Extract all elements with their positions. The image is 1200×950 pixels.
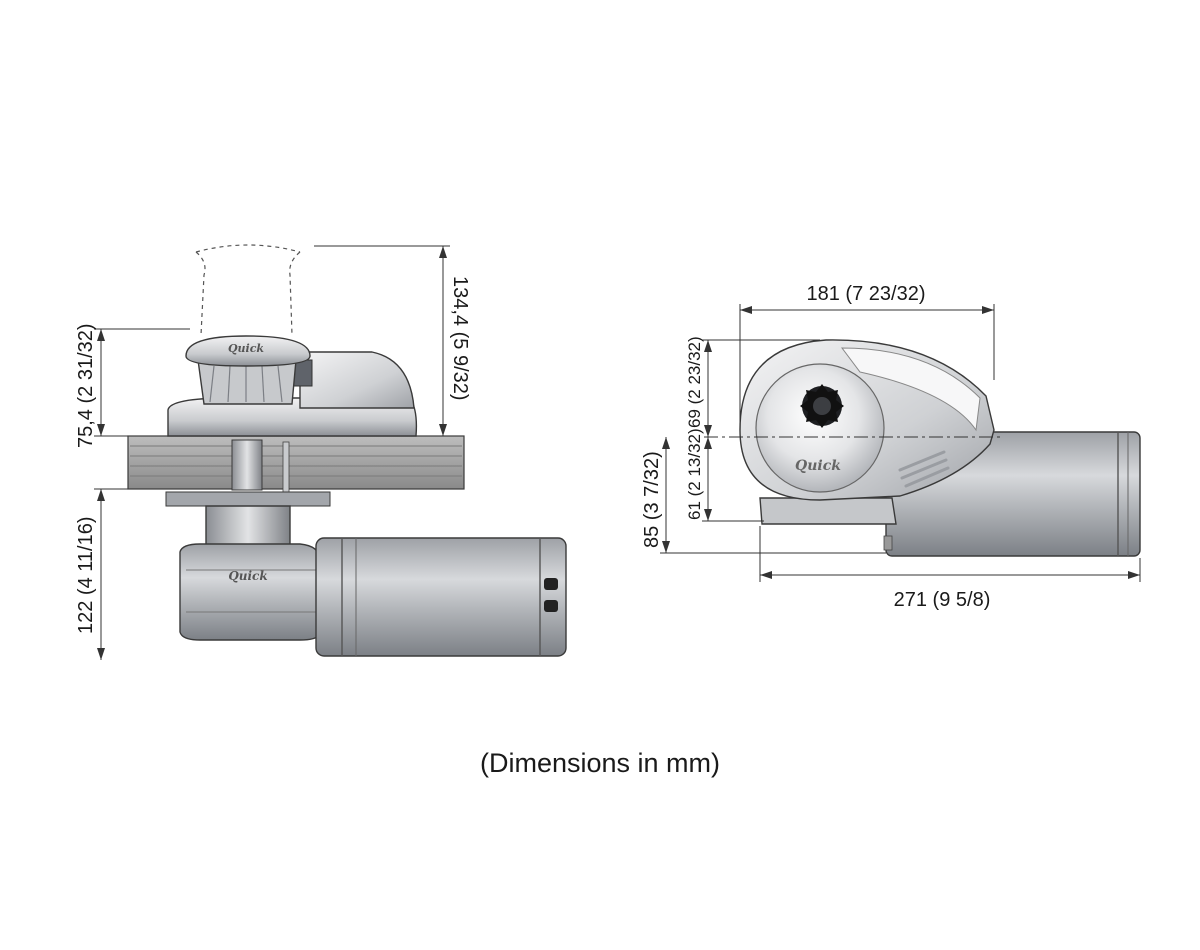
gearbox-brand: Quick	[228, 569, 267, 583]
spline-socket	[800, 384, 844, 428]
dim-upper: 69 (2 23/32)	[685, 336, 820, 437]
mounting-flange	[165, 491, 331, 507]
dim-width-label: 181 (7 23/32)	[807, 283, 926, 305]
top-view: Quick 181 (7 23/32) 69 (2 23/32)	[641, 283, 1141, 611]
ghost-drum-outline	[195, 244, 301, 336]
dim-lower: 61 (2 13/32)	[685, 428, 764, 522]
top-housing-brand: Quick	[795, 458, 841, 474]
dim-length: 271 (9 5/8)	[759, 526, 1141, 611]
gearbox: Quick	[179, 505, 321, 641]
dim-lower-total: 85 (3 7/32)	[641, 437, 886, 554]
deck-section	[127, 435, 465, 490]
dim-lower-total-label: 85 (3 7/32)	[641, 451, 663, 548]
dim-width: 181 (7 23/32)	[739, 283, 995, 430]
top-base	[759, 497, 897, 525]
dim-below-deck-label: 122 (4 11/16)	[75, 517, 97, 635]
dim-total-height-label: 134,4 (5 9/32)	[449, 276, 471, 401]
side-view: Quick Quick 134	[75, 244, 567, 660]
drive-shaft	[231, 439, 263, 491]
dim-upper-label: 69 (2 23/32)	[685, 336, 704, 428]
dim-above-deck-label: 75,4 (2 31/32)	[75, 323, 97, 448]
side-cap-brand: Quick	[228, 342, 264, 355]
dim-above-deck: 75,4 (2 31/32)	[75, 323, 190, 448]
dim-below-deck: 122 (4 11/16)	[75, 488, 128, 660]
motor	[315, 537, 567, 657]
top-housing: Quick	[739, 339, 995, 501]
dim-total-height: 134,4 (5 9/32)	[314, 245, 471, 436]
dim-length-label: 271 (9 5/8)	[894, 589, 991, 611]
dimensions-caption: (Dimensions in mm)	[479, 748, 721, 778]
dim-lower-label: 61 (2 13/32)	[685, 428, 704, 520]
above-deck-housing: Quick	[167, 335, 418, 437]
